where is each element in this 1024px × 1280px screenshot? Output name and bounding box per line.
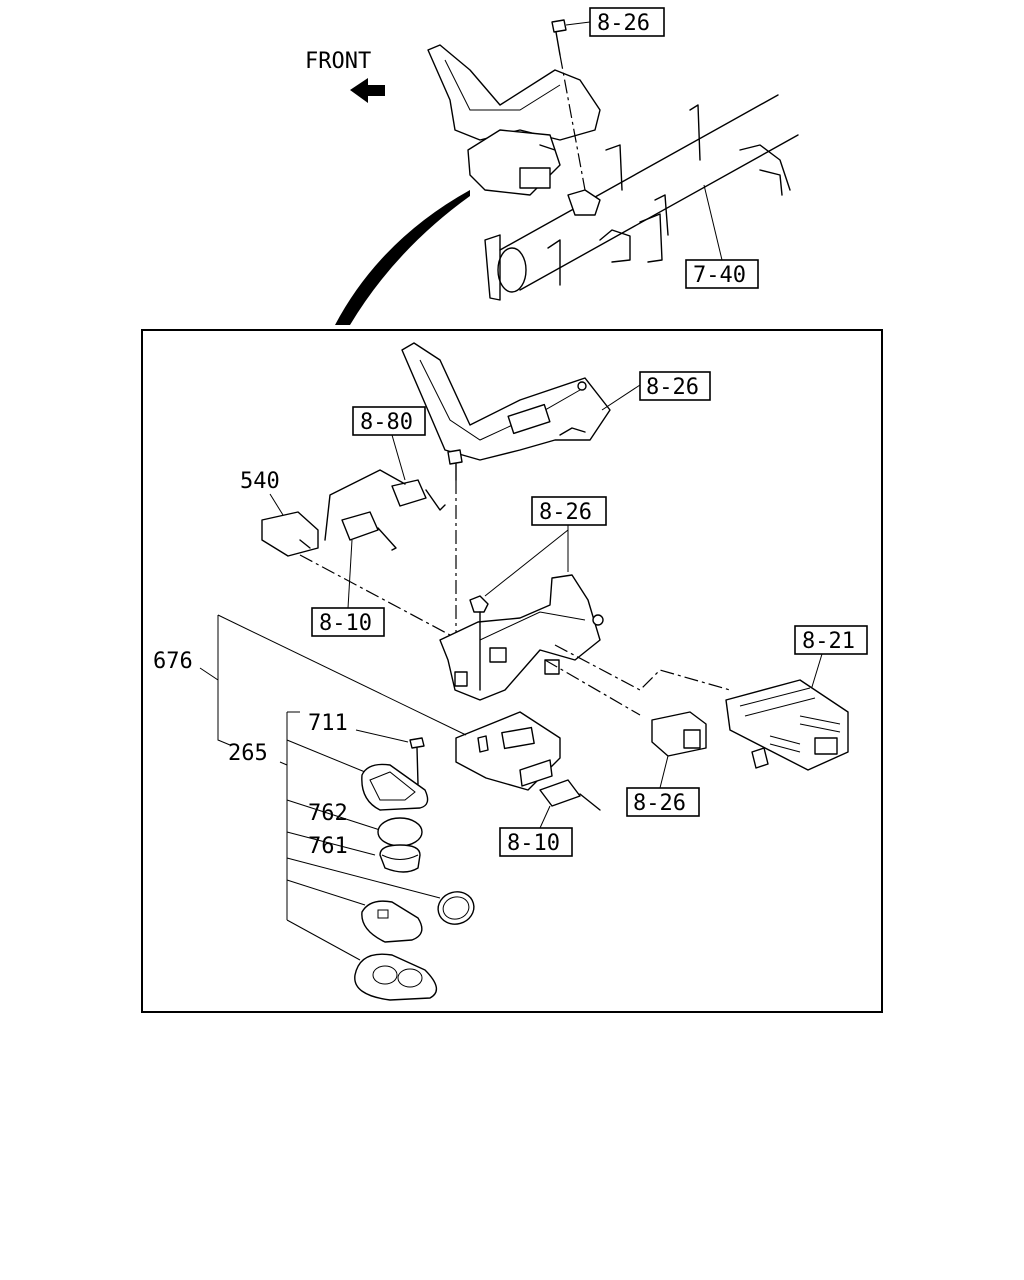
curved-pointer-arrow-icon bbox=[335, 190, 470, 325]
svg-text:7-40: 7-40 bbox=[693, 263, 746, 288]
front-arrow-icon bbox=[350, 78, 385, 103]
svg-text:8-26: 8-26 bbox=[597, 11, 650, 36]
detail-frame bbox=[141, 329, 883, 1013]
ref-box-beam: 7-40 bbox=[685, 184, 759, 289]
module-8-21: 8-21 bbox=[725, 625, 868, 771]
connector-8-80: 8-80 bbox=[324, 406, 446, 541]
top-bracket-assembly bbox=[427, 44, 601, 216]
svg-text:8-21: 8-21 bbox=[802, 629, 855, 654]
connector-left-8-10: 8-10 bbox=[311, 511, 397, 637]
ref-box-upper-bracket: 8-26 bbox=[639, 371, 711, 401]
coupler-8-26: 8-26 bbox=[626, 711, 707, 817]
ref-box-top-bolt: 8-26 bbox=[589, 7, 665, 37]
part-transmitter-case bbox=[286, 919, 438, 1001]
mid-bracket-assembly bbox=[439, 574, 731, 716]
part-762-battery: 762 bbox=[286, 799, 423, 847]
svg-text:8-26: 8-26 bbox=[539, 500, 592, 525]
svg-text:8-80: 8-80 bbox=[360, 410, 413, 435]
ref-box-mid-bracket: 8-26 bbox=[484, 496, 607, 597]
front-label: FRONT bbox=[305, 49, 371, 74]
svg-text:540: 540 bbox=[240, 469, 280, 494]
part-676-label: 676 bbox=[153, 615, 231, 746]
cross-car-beam bbox=[484, 94, 799, 301]
svg-text:265: 265 bbox=[228, 741, 268, 766]
detail-screw-upper bbox=[447, 449, 463, 640]
connector-right-8-10: 8-10 bbox=[499, 779, 601, 857]
control-unit bbox=[217, 614, 561, 791]
part-540-relay: 540 bbox=[240, 469, 451, 636]
part-265-label: 265 bbox=[228, 711, 300, 920]
svg-text:676: 676 bbox=[153, 649, 193, 674]
svg-text:8-26: 8-26 bbox=[646, 375, 699, 400]
part-transmitter-cover bbox=[286, 739, 429, 811]
svg-text:8-10: 8-10 bbox=[319, 611, 372, 636]
svg-text:8-10: 8-10 bbox=[507, 831, 560, 856]
detail-upper-bracket bbox=[401, 342, 641, 461]
part-ring bbox=[286, 857, 475, 925]
part-711-screw: 711 bbox=[308, 711, 425, 785]
svg-text:711: 711 bbox=[308, 711, 348, 736]
top-bolt bbox=[551, 19, 591, 191]
part-keypad-rubber bbox=[286, 879, 423, 943]
svg-text:8-26: 8-26 bbox=[633, 791, 686, 816]
part-761-holder: 761 bbox=[286, 831, 421, 873]
